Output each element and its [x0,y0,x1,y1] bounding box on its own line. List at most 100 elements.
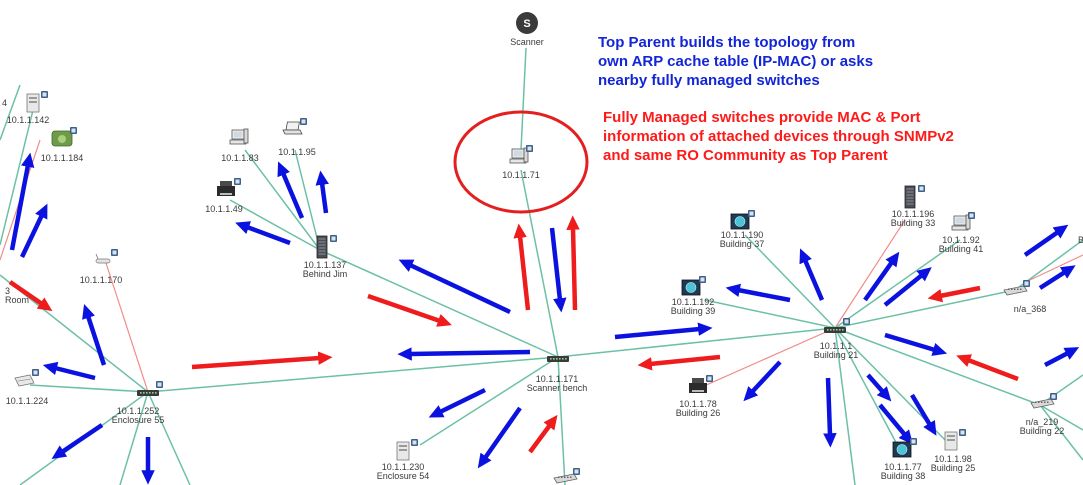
status-badge-icon [234,178,241,185]
device-node[interactable]: 10.1.1.71 [502,145,540,180]
printer-icon [217,181,235,196]
node-ip-label: 10.1.1.71 [502,170,540,180]
node-name-label: Enclosure 55 [112,415,165,425]
status-badge-icon [111,249,118,256]
node-ip-label: 10.1.1.78 [679,399,717,409]
link [147,391,191,485]
device-node[interactable] [553,468,580,484]
status-badge-icon [1023,280,1030,287]
device-node[interactable]: 10.1.1.142 [7,91,50,125]
arrow-red [637,354,721,371]
arrow-blue [235,221,291,246]
status-badge-icon [70,127,77,134]
device-node[interactable]: 10.1.1.224 [6,369,49,406]
top-parent-note-line: own ARP cache table (IP-MAC) or asks [598,53,874,70]
arrow-blue [398,259,511,315]
node-ip-label: 10.1.1.95 [278,147,316,157]
node-name-label: Room [5,295,29,305]
node-name-label: Building 25 [931,463,976,473]
device-node[interactable]: 10.1.1.49 [205,178,243,214]
link [834,327,856,485]
arrow-blue [884,332,948,356]
link [744,234,836,329]
link [1039,404,1083,431]
arrows-red [8,215,1019,454]
globe-device-icon [730,213,750,230]
switch-icon [137,390,159,396]
device-node[interactable]: B [1078,235,1083,245]
arrow-red [956,354,1019,382]
node-ip-label: 10.1.1.49 [205,204,243,214]
arrow-blue [549,227,567,313]
device-node[interactable]: 10.1.1.170 [80,249,123,285]
link [319,249,559,358]
arrow-blue [863,251,900,302]
node-ip-label: 4 [2,98,7,108]
node-ip-label: 10.1.1.230 [382,462,425,472]
globe-device-icon [892,441,912,458]
managed-switches-note-line: Fully Managed switches provide MAC & Por… [603,109,921,126]
node-ip-label: 10.1.1.252 [117,406,160,416]
node-ip-label: 10.1.1.137 [304,260,347,270]
node-ip-label: 10.1.1.184 [41,153,84,163]
arrow-red [566,215,580,311]
link [104,259,149,393]
node-ip-label: 10.1.1.192 [672,297,715,307]
arrow-red [927,285,981,303]
server-rack-icon [904,185,916,209]
top-parent-highlight-circle [453,110,589,214]
scanner-label: Scanner [510,37,544,47]
printer-icon [689,378,707,393]
node-ip-label: 10.1.1.196 [892,209,935,219]
arrow-blue [743,360,782,402]
link [557,327,836,358]
device-node[interactable]: 10.1.1.95 [278,118,316,157]
arrow-blue [82,304,107,366]
link [834,239,961,329]
arrow-red [191,351,333,370]
arrow-blue [1023,224,1069,257]
device-node[interactable]: 4 [2,98,7,108]
arrow-blue [315,170,329,214]
device-node[interactable]: 10.1.1.83 [221,128,259,163]
top-parent-note-line: Top Parent builds the topology from [598,34,856,51]
link [229,199,321,251]
device-node[interactable]: 10.1.1.184 [41,127,84,163]
scanner-node[interactable]: S Scanner [510,12,544,47]
node-name-label: Building 37 [720,239,765,249]
status-badge-icon [41,91,48,98]
node-ip-label: 3 [5,286,10,296]
desktop-pc-icon [229,128,249,145]
top-parent-note: Top Parent builds the topology from own … [598,33,873,90]
status-badge-icon [706,375,713,382]
node-ip-label: 10.1.1.98 [934,454,972,464]
arrow-blue [1038,265,1076,290]
device-node[interactable]: n/a_368 [1003,280,1046,314]
link [1029,254,1083,281]
link [119,391,149,485]
arrow-blue [277,161,305,219]
node-ip-label: 10.1.1.92 [942,235,980,245]
node-ip-label: 10.1.1.1 [820,341,853,351]
status-badge-icon [411,439,418,446]
status-badge-icon [156,381,163,388]
arrow-blue [910,393,937,436]
scanner-icon [516,12,538,34]
